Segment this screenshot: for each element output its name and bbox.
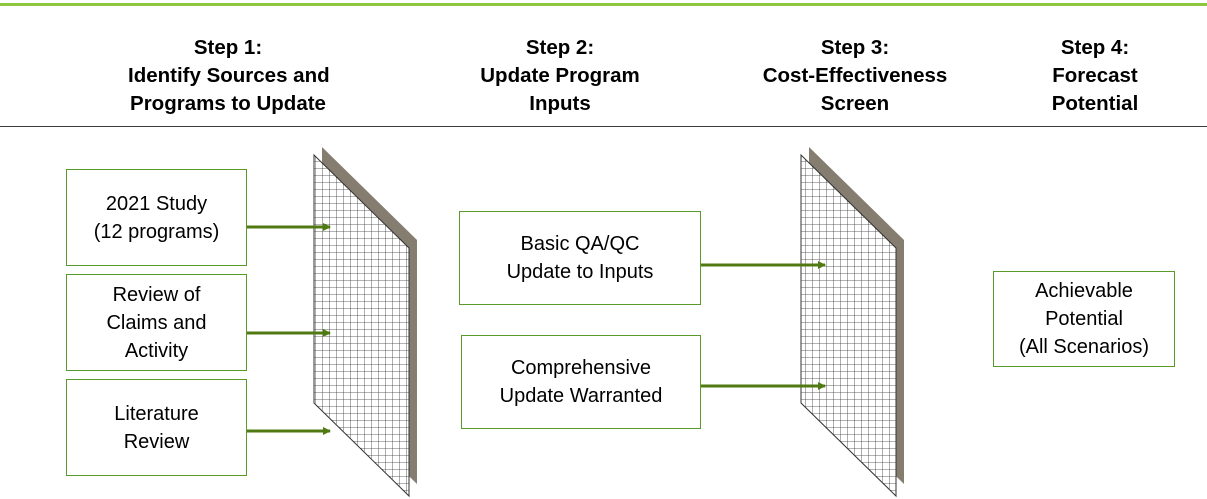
box-text: 2021 Study (105, 192, 208, 215)
box-text: (All Scenarios) (1018, 336, 1150, 358)
step-3-header: Step 3: Cost-Effectiveness Screen (755, 34, 955, 118)
box-text: Achievable (1035, 280, 1133, 302)
box-text: Literature (114, 402, 199, 425)
step-4-line2: Forecast (1052, 64, 1138, 87)
step-2-header: Step 2: Update Program Inputs (460, 34, 660, 118)
box-text: Comprehensive (510, 357, 652, 379)
box-text: Activity (124, 339, 189, 362)
step-2-line3: Inputs (529, 92, 591, 115)
source-box-claims-review: Review of Claims and Activity (66, 274, 247, 371)
screen-1 (313, 147, 417, 498)
input-box-comprehensive: Comprehensive Update Warranted (461, 335, 701, 429)
box-text: Update to Inputs (506, 261, 654, 283)
step-3-title: Step 3: (820, 36, 890, 59)
box-text: Update Warranted (499, 385, 663, 407)
step-3-line3: Screen (820, 92, 890, 115)
step-1-line3: Programs to Update (130, 92, 326, 115)
source-box-2021-study: 2021 Study (12 programs) (66, 169, 247, 266)
step-4-line3: Potential (1051, 92, 1139, 115)
step-4-header: Step 4: Forecast Potential (1015, 34, 1175, 118)
box-text: Review (123, 430, 190, 453)
box-text: Review of (112, 283, 201, 306)
step-3-line2: Cost-Effectiveness (762, 64, 948, 87)
step-1-title: Step 1: (193, 36, 263, 59)
box-text: (12 programs) (93, 220, 220, 243)
screen-2-grid (800, 153, 897, 498)
step-1-header: Step 1: Identify Sources and Programs to… (128, 34, 330, 118)
step-2-line2: Update Program (480, 64, 640, 87)
screen-1-grid (313, 153, 410, 498)
source-box-literature-review: Literature Review (66, 379, 247, 476)
box-text: Potential (1045, 308, 1123, 330)
screen-2 (800, 147, 904, 498)
potential-box: Achievable Potential (All Scenarios) (993, 271, 1175, 367)
step-4-title: Step 4: (1060, 36, 1130, 59)
top-accent-rule (0, 3, 1207, 6)
input-box-basic-qaqc: Basic QA/QC Update to Inputs (459, 211, 701, 305)
header-divider (0, 126, 1207, 127)
box-text: Claims and (106, 311, 207, 334)
step-2-title: Step 2: (525, 36, 595, 59)
step-1-line2: Identify Sources and (128, 64, 330, 87)
box-text: Basic QA/QC (520, 233, 640, 255)
